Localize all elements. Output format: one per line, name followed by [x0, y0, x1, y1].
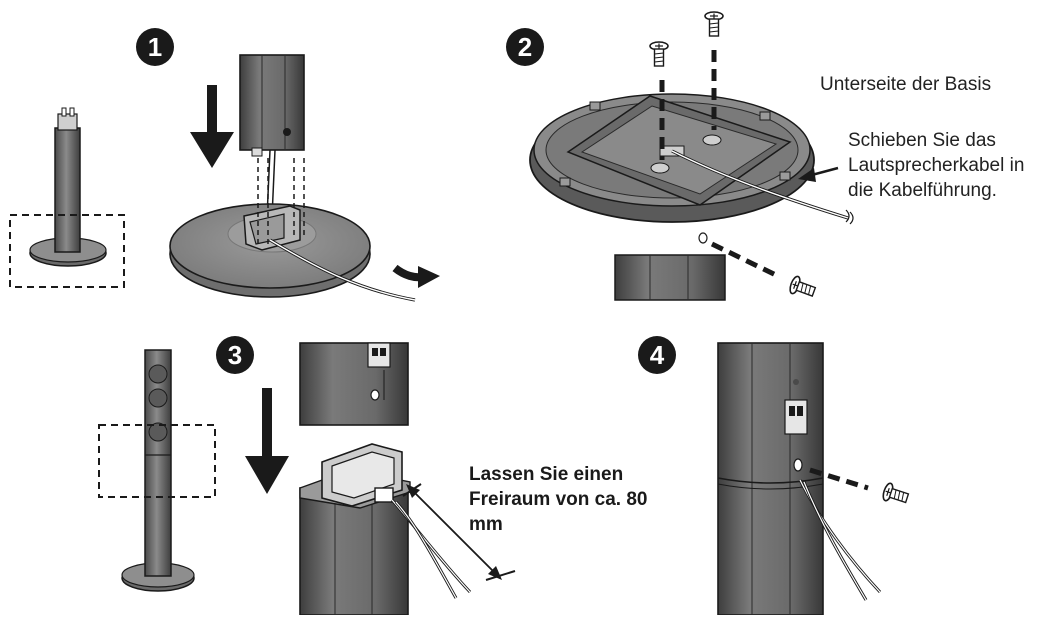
cable-guide-line-1: Schieben Sie das	[848, 130, 996, 151]
overview-pole-short	[9, 107, 125, 288]
step-1-badge: 1	[136, 28, 174, 66]
pole-lower	[614, 254, 726, 301]
screw-icon	[880, 481, 911, 508]
down-arrow-icon	[190, 85, 234, 168]
right-arrow-icon	[392, 264, 440, 288]
panel-3	[98, 342, 516, 616]
panel-2	[529, 11, 854, 302]
panel-1	[9, 54, 440, 302]
underside-label: Unterseite der Basis	[820, 74, 992, 95]
step-4-badge: 4	[638, 336, 676, 374]
clearance-label: Lassen Sie einen Freiraum von ca. 80 mm	[469, 462, 647, 537]
clearance-dimension	[402, 483, 516, 581]
detail-box	[9, 214, 125, 288]
speaker-upper	[299, 342, 409, 426]
base-underside	[529, 93, 854, 225]
step-2-badge: 2	[506, 28, 544, 66]
detail-box	[98, 424, 216, 498]
clearance-line-1: Lassen Sie einen	[469, 464, 624, 485]
base-disc	[169, 158, 416, 302]
overview-speaker-tall	[98, 349, 216, 592]
cable-guide-line-3: die Kabelführung.	[848, 180, 997, 201]
step-3-badge: 3	[216, 336, 254, 374]
clearance-line-2: Freiraum von ca. 80	[469, 489, 648, 510]
pointer-arrow-icon	[798, 166, 839, 182]
panel-4	[717, 342, 911, 616]
pole-lower-with-bracket	[299, 443, 472, 616]
down-arrow-icon	[245, 388, 289, 494]
speaker-joined	[717, 342, 882, 616]
cable-guide-line-2: Lautsprecherkabel in	[848, 155, 1025, 176]
cable-guide-label: Schieben Sie das Lautsprecherkabel in di…	[848, 128, 1024, 203]
clearance-line-3: mm	[469, 514, 503, 535]
